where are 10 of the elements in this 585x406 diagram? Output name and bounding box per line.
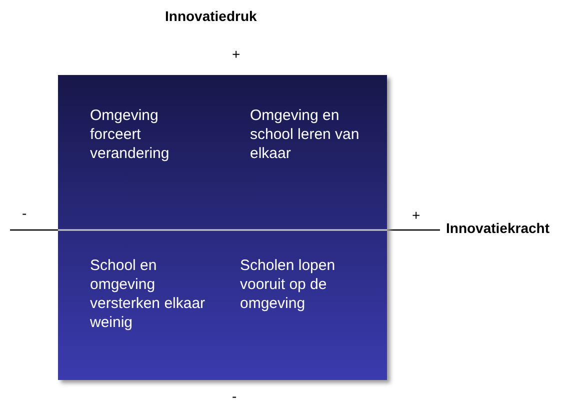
quadrant-text: Scholen lopen vooruit op de omgeving xyxy=(240,256,370,313)
quadrant-text: Omgeving en school leren van elkaar xyxy=(250,106,370,163)
axis-sign: - xyxy=(22,205,27,221)
quadrant-text: Omgeving forceert verandering xyxy=(90,106,210,163)
axis-sign: + xyxy=(412,207,420,223)
axis-sign: + xyxy=(232,46,240,62)
quadrant-text: School en omgeving versterken elkaar weinig xyxy=(90,256,215,332)
axis-title: Innovatiedruk xyxy=(165,8,257,24)
axis-title: Innovatiekracht xyxy=(446,220,550,236)
axis-sign: - xyxy=(232,388,237,404)
